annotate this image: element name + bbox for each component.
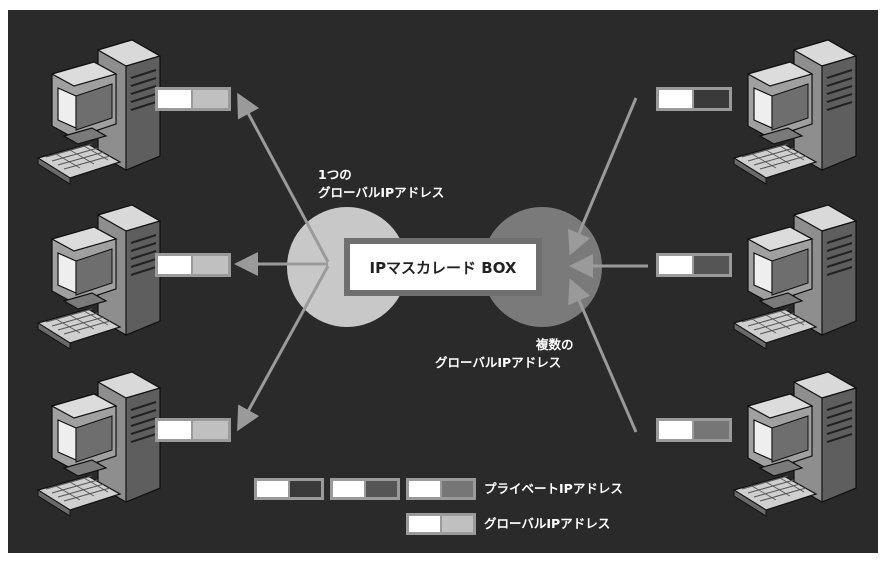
masquerade-box: [350, 244, 536, 290]
legend-global-packet: [406, 513, 476, 535]
packet-private-right-top: [656, 87, 732, 111]
right-cloud-label-line1: 複数の: [536, 337, 574, 352]
packet-global-left-mid: [155, 253, 231, 277]
legend-global-label: グローバルIPアドレス: [484, 516, 611, 531]
packet-private-right-mid: [656, 253, 732, 277]
right-cloud-label-line2: グローバルIPアドレス: [435, 355, 562, 370]
arrow-to-top-left: [237, 92, 330, 263]
legend-private-packet-2: [330, 478, 400, 500]
left-cloud-label-line1: 1つの: [318, 167, 352, 182]
arrow-from-bottom-right: [568, 278, 638, 433]
packet-private-right-bottom: [656, 418, 732, 442]
masquerade-box-label: IPマスカレード BOX: [369, 258, 517, 277]
packet-global-left-bottom: [155, 418, 231, 442]
arrow-to-bottom-left: [237, 265, 330, 432]
legend-private-packet-3: [406, 478, 476, 500]
arrow-from-top-right: [567, 97, 638, 256]
packet-global-left-top: [155, 87, 231, 111]
left-cloud-label-line2: グローバルIPアドレス: [318, 185, 445, 200]
legend-private-packet-1: [254, 478, 324, 500]
legend-private-label: プライベートIPアドレス: [484, 481, 623, 496]
